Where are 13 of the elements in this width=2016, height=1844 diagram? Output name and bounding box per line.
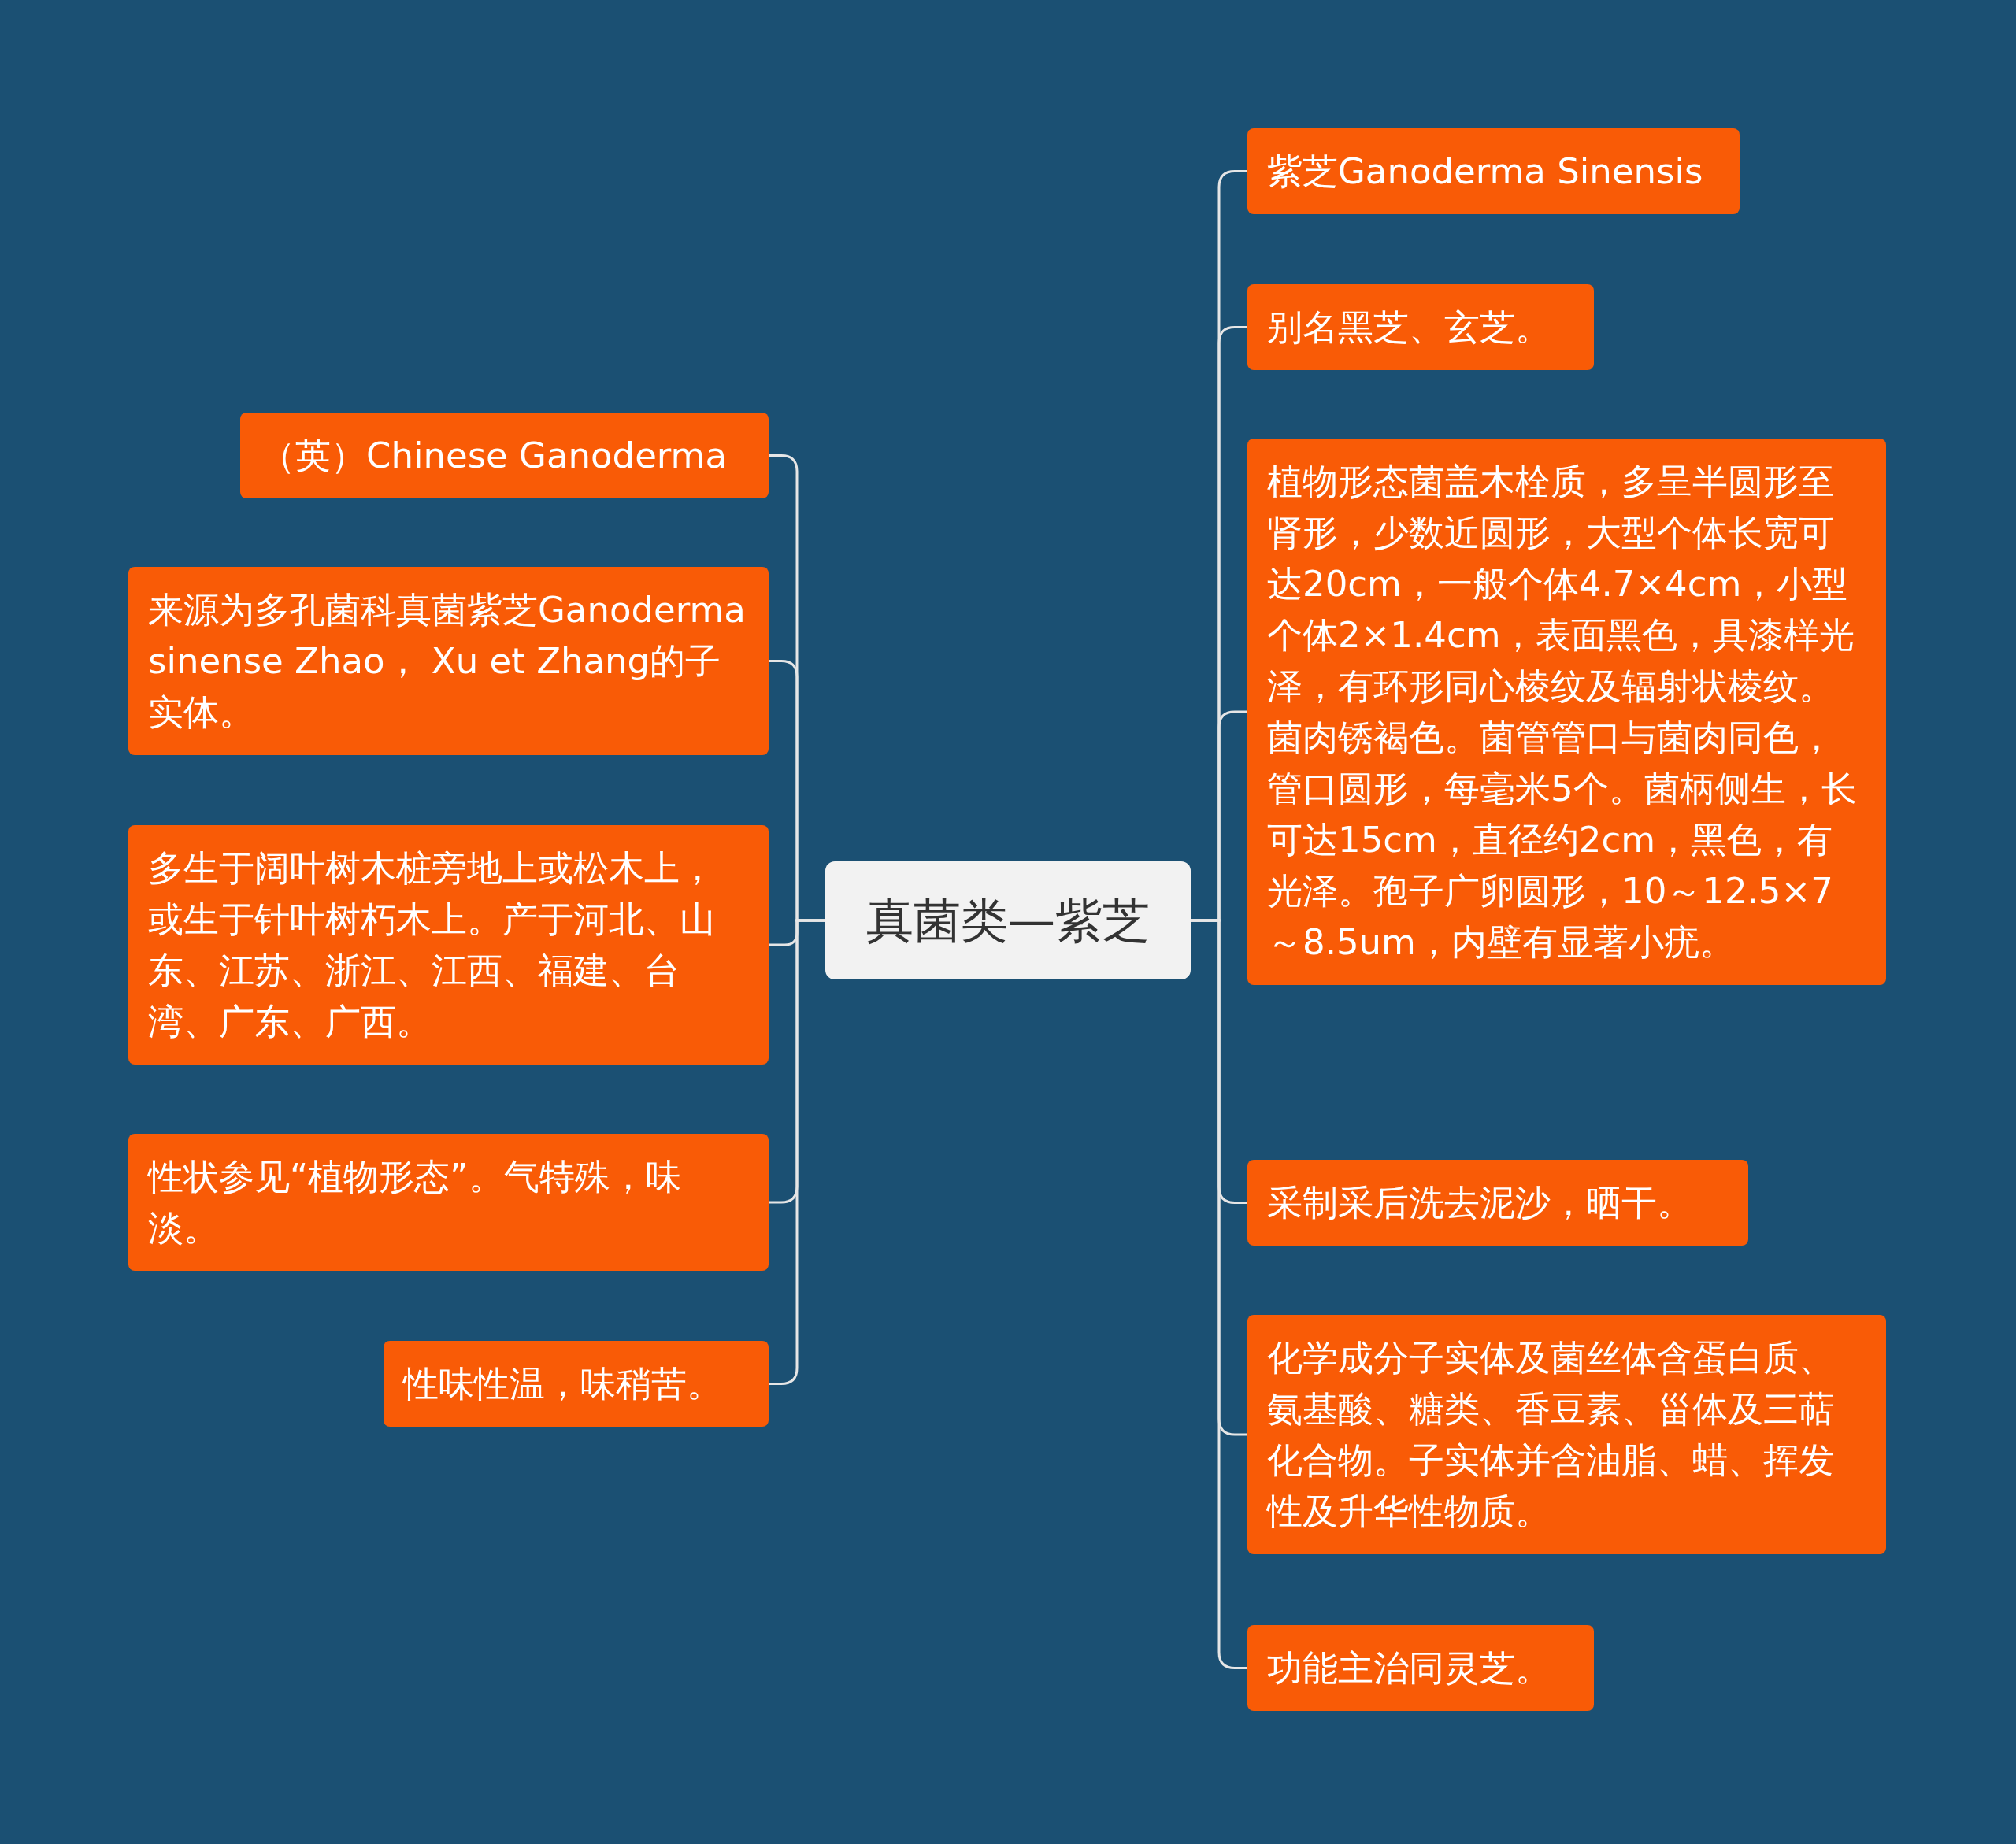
topic-box: 多生于阔叶树木桩旁地上或松木上，或生于针叶树朽木上。产于河北、山东、江苏、浙江、江西、福建、台湾、广东、广西。 — [128, 825, 769, 1065]
topic-box: 采制采后洗去泥沙，晒干。 — [1247, 1160, 1748, 1246]
topic-box: 植物形态菌盖木栓质，多呈半圆形至肾形，少数近圆形，大型个体长宽可达20cm，一般个体4.7×4cm，小型个体2×1.4cm，表面黑色，具漆样光泽，有环形同心棱纹及辐射状棱纹。菌肉锈褐色。菌管管口与菌肉同色，管口圆形，每毫米5个。菌柄侧生，长可达15cm，直径约2cm，黑色，有光泽。孢子广卵圆形，10～12.5×7～8.5um，内壁有显著小疣。 — [1247, 439, 1886, 985]
topic-box: 化学成分子实体及菌丝体含蛋白质、氨基酸、糖类、香豆素、甾体及三萜化合物。子实体并含油脂、蜡、挥发性及升华性物质。 — [1247, 1315, 1886, 1554]
topic-box: 别名黑芝、玄芝。 — [1247, 284, 1594, 370]
connector-line — [769, 919, 825, 1385]
topic-box: 性味性温，味稍苦。 — [384, 1341, 769, 1427]
topic-box: （英）Chinese Ganoderma — [240, 413, 769, 498]
topic-box: 来源为多孔菌科真菌紫芝Ganoderma sinense Zhao， Xu et Zhang的子实体。 — [128, 567, 769, 755]
topic-box: 性状参见“植物形态”。气特殊，味淡。 — [128, 1134, 769, 1271]
topic-box: 紫芝Ganoderma Sinensis — [1247, 128, 1740, 214]
topic-box: 功能主治同灵芝。 — [1247, 1625, 1594, 1711]
central-topic: 真菌类—紫芝 — [825, 861, 1191, 979]
